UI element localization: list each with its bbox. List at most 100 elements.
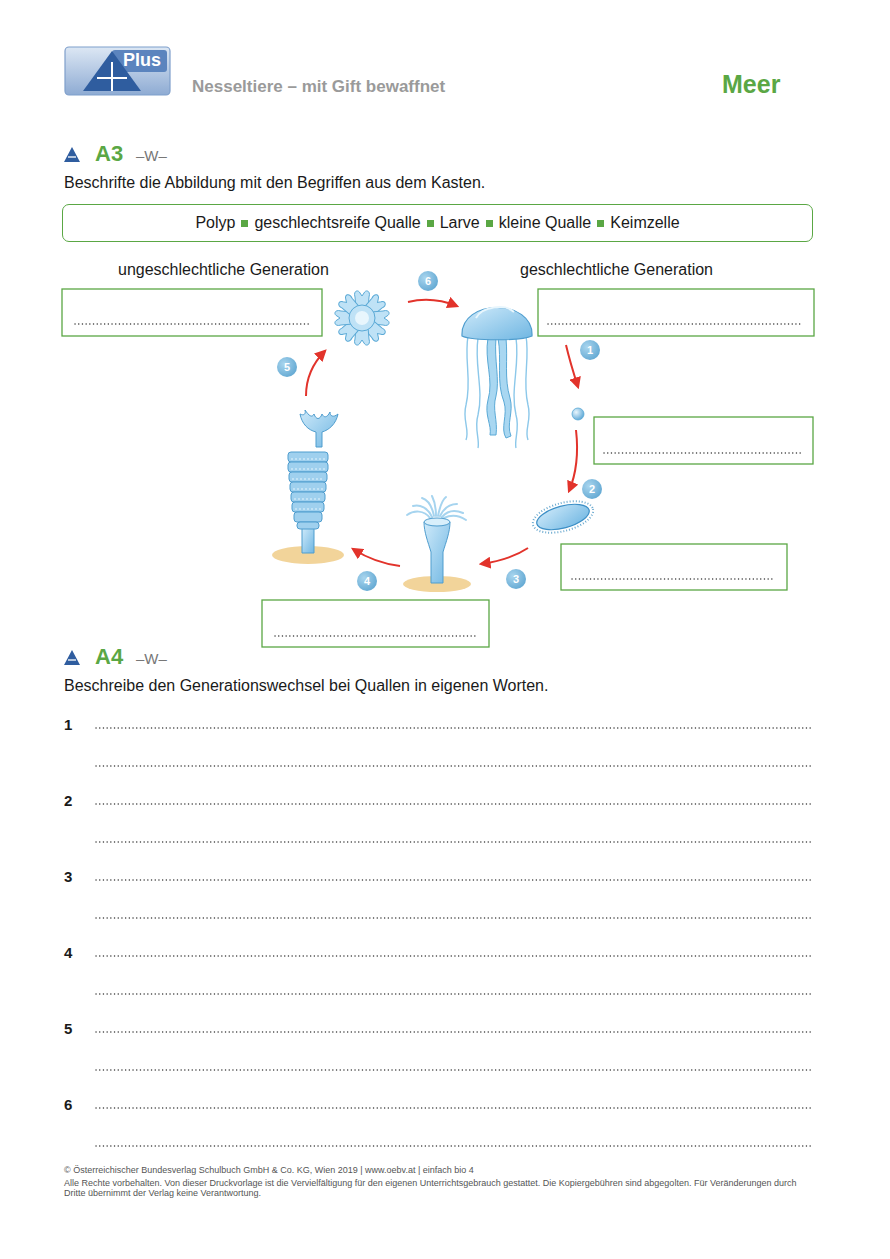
line-number: 3: [64, 868, 72, 885]
instruction-text: Beschreibe den Generationswechsel bei Qu…: [64, 677, 548, 695]
answer-box: [538, 289, 814, 336]
logo-box: Plus: [65, 47, 170, 95]
strobila-illustration: [289, 472, 327, 482]
strobila-illustration: [288, 452, 328, 529]
dotted-writing-line: [96, 1069, 813, 1070]
ephyra-illustration: [335, 291, 389, 345]
generation-label: geschlechtliche Generation: [520, 261, 713, 279]
dotted-writing-line: [96, 1145, 813, 1146]
dotted-writing-line: [604, 452, 802, 453]
jellyfish-illustration: [487, 338, 498, 435]
polyp-illustration: [424, 518, 450, 526]
cycle-arrow: [569, 430, 577, 491]
jellyfish-illustration: [477, 338, 480, 448]
line-number: 6: [64, 1096, 72, 1113]
dotted-writing-line: [96, 841, 813, 842]
node-text: kleine Qualle: [499, 213, 592, 232]
strobila-illustration: [294, 498, 322, 499]
jellyfish-illustration: [462, 307, 532, 448]
footer-text: © Österreichischer Bundesverlag Schulbuc…: [64, 1165, 474, 1175]
germ-cell-illustration: [572, 408, 584, 420]
answer-box: [62, 289, 322, 336]
dotted-writing-line: [275, 635, 476, 636]
strobila-illustration: [292, 478, 324, 479]
callout-number: 2: [582, 479, 602, 499]
cycle-arrow: [408, 300, 457, 306]
larva-illustration: [534, 499, 592, 534]
polyp-illustration: [422, 498, 434, 516]
callout-number: 5: [277, 357, 297, 377]
polyp-illustration: [407, 512, 430, 518]
line-number: 5: [64, 1020, 72, 1037]
term-separator: [427, 220, 434, 227]
node-text: Plus: [123, 51, 161, 71]
dotted-writing-line: [572, 578, 775, 579]
dotted-writing-line: [96, 955, 813, 956]
dotted-writing-line: [96, 1031, 813, 1032]
strobila-illustration: [288, 452, 328, 462]
line-number: 2: [64, 792, 72, 809]
generation-label: ungeschlechtliche Generation: [118, 261, 329, 279]
jellyfish-illustration: [498, 338, 511, 438]
task-icon: [68, 156, 76, 157]
line-number: 1: [64, 716, 72, 733]
strobila-illustration: [291, 468, 325, 469]
strobila-illustration: [302, 528, 314, 553]
polyp-illustration: [403, 496, 471, 592]
polyp-illustration: [432, 496, 436, 516]
answer-box: [594, 417, 813, 464]
footer-text: Alle Rechte vorbehalten. Von dieser Druc…: [64, 1178, 804, 1199]
cycle-arrow: [481, 548, 528, 564]
ephyra-illustration: [355, 311, 369, 325]
strobila-illustration: [297, 522, 319, 529]
larva-illustration: [529, 495, 596, 538]
strobila-illustration: [292, 502, 324, 512]
strobila-illustration: [291, 492, 325, 502]
dotted-writing-line: [96, 1107, 813, 1108]
strobila-illustration: [288, 462, 328, 472]
dotted-writing-line: [96, 917, 813, 918]
cycle-arrow: [353, 549, 400, 566]
term-separator: [241, 220, 248, 227]
dotted-writing-line: [96, 765, 813, 766]
strobila-illustration: [294, 512, 322, 522]
callout-number: 6: [418, 271, 438, 291]
task-number: A3: [95, 141, 123, 166]
answer-box: [62, 289, 814, 647]
jellyfish-illustration: [514, 338, 517, 448]
node-text: Polyp: [195, 213, 235, 232]
dotted-writing-line: [75, 324, 813, 1146]
polyp-illustration: [413, 505, 432, 517]
dotted-writing-line: [548, 323, 802, 324]
dotted-writing-line: [96, 993, 813, 994]
ephyra-illustration: [335, 291, 389, 345]
task-icon: [68, 659, 76, 660]
line-number: 4: [64, 944, 72, 961]
cycle-arrow: [306, 351, 325, 396]
polyp-illustration: [407, 496, 466, 520]
callout-number: 4: [357, 571, 377, 591]
strobila-illustration: [300, 410, 338, 447]
logo-graphic: [65, 47, 170, 95]
task-icon: [64, 650, 80, 665]
answer-box: [262, 600, 489, 647]
callout-number: 3: [506, 569, 526, 589]
jellyfish-illustration: [476, 307, 514, 318]
strobila-illustration: [291, 458, 325, 459]
task-icon: [64, 147, 80, 162]
jellyfish-illustration: [465, 336, 468, 440]
ephyra-illustration: [349, 305, 375, 331]
strobila-illustration: [272, 410, 344, 564]
topic-heading: Meer: [722, 70, 780, 99]
logo-graphic: [111, 62, 113, 91]
dotted-writing-line: [75, 323, 310, 324]
worksheet-title: Nesseltiere – mit Gift bewaffnet: [192, 77, 445, 97]
term-separator: [597, 220, 604, 227]
dotted-writing-line: [96, 803, 813, 804]
jellyfish-illustration: [465, 336, 529, 448]
germ-cell-illustration: [572, 408, 584, 420]
node-text: Keimzelle: [610, 213, 679, 232]
jellyfish-illustration: [462, 308, 532, 340]
task-type: –W–: [136, 147, 167, 164]
